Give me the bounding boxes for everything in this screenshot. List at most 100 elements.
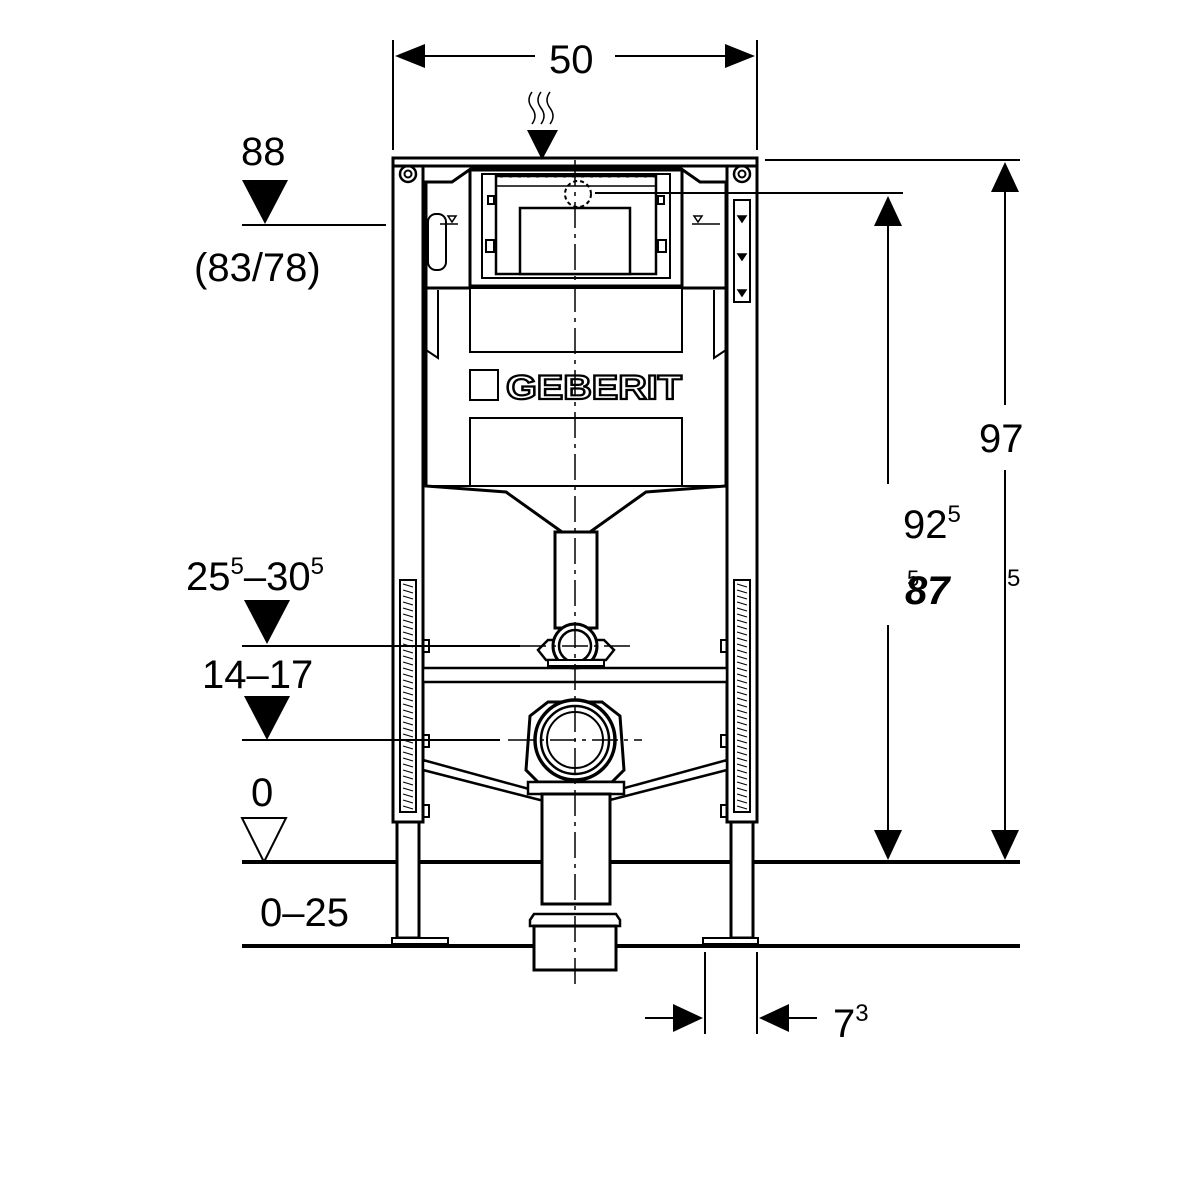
screw-icon	[732, 164, 752, 184]
hatch-mark	[402, 679, 414, 684]
hatch-mark	[402, 667, 414, 672]
hatch-mark	[402, 619, 414, 624]
hatch-mark	[736, 751, 748, 756]
drain-height-label: 14–17	[202, 653, 313, 697]
hatch-mark	[736, 637, 748, 642]
hatch-mark	[736, 721, 748, 726]
level-markers	[240, 180, 290, 865]
hatch-mark	[402, 775, 414, 780]
arrow-up-icon	[874, 196, 902, 226]
svg-text:5: 5	[907, 566, 919, 591]
right-foot-rod	[729, 820, 755, 940]
hatch-mark	[736, 613, 748, 618]
hatch-mark	[736, 727, 748, 732]
cistern-upper-panel	[469, 287, 683, 353]
hatch-mark	[736, 601, 748, 606]
hatch-mark	[736, 769, 748, 774]
hatch-mark	[402, 793, 414, 798]
foot-offset-label: 73	[833, 1000, 869, 1046]
hatch-mark	[736, 625, 748, 630]
left-hatch-strip	[399, 579, 417, 813]
hatch-mark	[736, 733, 748, 738]
top-height-label: 88	[241, 130, 286, 174]
cistern-lower-panel	[469, 417, 683, 487]
hatch-mark	[402, 685, 414, 690]
top-height-alt-label: (83/78)	[194, 246, 321, 290]
level-triangle-icon	[244, 696, 290, 740]
hatch-mark	[402, 631, 414, 636]
left-foot-rod	[395, 820, 421, 940]
floor-level-triangle-icon	[240, 817, 288, 865]
level-triangle-icon	[242, 180, 288, 224]
water-inlet-symbol	[527, 91, 558, 160]
hatch-mark	[736, 655, 748, 660]
water-level-markers	[440, 215, 720, 225]
logo-square-icon	[469, 369, 499, 401]
left-inlet-valve	[427, 213, 447, 271]
screw-icon	[398, 164, 418, 184]
hatch-mark	[402, 721, 414, 726]
hatch-mark	[736, 631, 748, 636]
right-hatch-pattern	[736, 583, 748, 810]
hatch-mark	[736, 799, 748, 804]
hatch-mark	[402, 625, 414, 630]
drain-connector-base	[526, 780, 626, 796]
wave-icon	[537, 91, 545, 125]
svg-text:87: 87	[905, 569, 951, 613]
hatch-mark	[736, 667, 748, 672]
hatch-mark	[736, 661, 748, 666]
arrow-right-icon	[673, 1004, 703, 1032]
hatch-mark	[402, 727, 414, 732]
screw-icon	[737, 169, 747, 179]
hatch-mark	[402, 757, 414, 762]
hatch-mark	[402, 733, 414, 738]
button-height-label: 925	[903, 501, 961, 547]
hatch-mark	[402, 643, 414, 648]
right-side-bracket	[713, 286, 727, 360]
hatch-mark	[402, 739, 414, 744]
hatch-mark	[402, 697, 414, 702]
hatch-mark	[736, 595, 748, 600]
floor-level-label: 0	[251, 771, 273, 815]
pipe-height-label: 255–305	[186, 553, 324, 599]
logo-text: GEBERIT	[506, 369, 682, 407]
hatch-mark	[736, 589, 748, 594]
arrow-down-icon	[527, 130, 558, 160]
hatch-mark	[402, 613, 414, 618]
hatch-mark	[736, 709, 748, 714]
hatch-mark	[402, 769, 414, 774]
hatch-mark	[736, 643, 748, 648]
hatch-mark	[736, 619, 748, 624]
dimension-labels: 50 88 (83/78) 255–305 14–17 0 0–25 97 5 …	[186, 38, 1024, 1046]
right-foot-plate	[702, 937, 759, 945]
wave-icon	[528, 91, 536, 125]
cistern	[424, 166, 751, 534]
actuator-clips	[485, 195, 667, 253]
frame-height-label: 97	[979, 417, 1024, 461]
flush-connector-foot	[547, 659, 605, 667]
hatch-mark	[402, 691, 414, 696]
floor-lines	[242, 860, 1020, 948]
dimension-lines	[242, 40, 1020, 1034]
hatch-mark	[402, 607, 414, 612]
hatch-mark	[402, 649, 414, 654]
hatch-mark	[402, 745, 414, 750]
hatch-mark	[402, 595, 414, 600]
arrow-right-icon	[725, 44, 755, 68]
hatch-mark	[402, 661, 414, 666]
geberit-logo: GEBERIT	[469, 368, 683, 408]
left-hatch-pattern	[402, 583, 414, 810]
level-gauge	[733, 199, 751, 303]
arrow-left-icon	[759, 1004, 789, 1032]
hatch-mark	[402, 805, 414, 810]
arrow-down-icon	[874, 830, 902, 860]
left-post	[391, 156, 425, 824]
hatch-mark	[736, 793, 748, 798]
hatch-mark	[736, 685, 748, 690]
hatch-mark	[736, 775, 748, 780]
screw-icon	[403, 169, 413, 179]
hatch-mark	[402, 787, 414, 792]
hatch-mark	[402, 583, 414, 588]
hatch-mark	[736, 607, 748, 612]
